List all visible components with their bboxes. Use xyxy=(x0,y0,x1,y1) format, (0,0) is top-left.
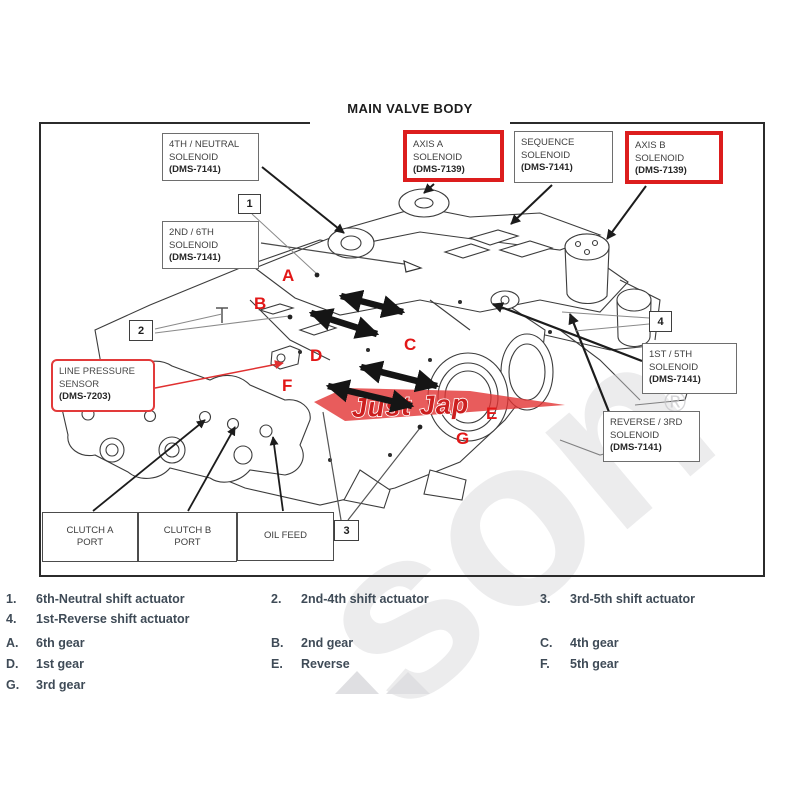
callout-line: SOLENOID xyxy=(635,152,685,164)
callout-line: CLUTCH A xyxy=(66,524,114,536)
callout-1st-5th-solenoid: 1ST / 5TH SOLENOID (DMS-7141) xyxy=(642,343,737,394)
line-pressure-leader xyxy=(149,360,284,390)
leader-lines xyxy=(92,166,650,521)
point-letter-a: A xyxy=(282,266,294,285)
callout-oil-feed: OIL FEED xyxy=(237,512,334,561)
callout-4th-neutral-solenoid: 4TH / NEUTRAL SOLENOID (DMS-7141) xyxy=(162,133,259,181)
callout-part-number: (DMS-7141) xyxy=(610,442,662,453)
callout-line: OIL FEED xyxy=(264,530,307,542)
callout-line: SENSOR xyxy=(59,378,100,390)
callout-line: 4TH / NEUTRAL xyxy=(169,139,240,150)
ref-number-2: 2 xyxy=(129,320,153,341)
callout-2nd-6th-solenoid: 2ND / 6TH SOLENOID (DMS-7141) xyxy=(162,221,259,269)
legend-item-2: 2.2nd-4th shift actuator xyxy=(271,592,429,606)
point-letter-g: G xyxy=(456,429,469,448)
point-letter-b: B xyxy=(254,294,266,313)
callout-line: 1ST / 5TH xyxy=(649,349,693,360)
callout-reverse-3rd-solenoid: REVERSE / 3RD SOLENOID (DMS-7141) xyxy=(603,411,700,462)
callout-line: SOLENOID xyxy=(649,361,699,373)
callout-line: SOLENOID xyxy=(521,149,571,161)
point-letters: A B C D E F G xyxy=(254,266,497,448)
callout-line: AXIS B xyxy=(635,140,666,151)
callout-line-pressure-sensor: LINE PRESSURE SENSOR (DMS-7203) xyxy=(51,359,155,412)
ref-number-4: 4 xyxy=(649,311,672,332)
callout-clutch-a-port: CLUTCH A PORT xyxy=(42,512,138,562)
callout-line: SOLENOID xyxy=(169,151,219,163)
callout-axis-b-solenoid: AXIS B SOLENOID (DMS-7139) xyxy=(625,131,723,184)
legend-item-b: B.2nd gear xyxy=(271,636,354,650)
legend-item-4: 4.1st-Reverse shift actuator xyxy=(6,612,190,626)
legend-item-d: D.1st gear xyxy=(6,657,84,671)
legend-item-3: 3.3rd-5th shift actuator xyxy=(540,592,696,606)
legend-item-a: A.6th gear xyxy=(6,636,85,650)
callout-part-number: (DMS-7141) xyxy=(169,164,221,175)
callout-part-number: (DMS-7139) xyxy=(413,164,465,175)
callout-line: CLUTCH B xyxy=(163,524,212,536)
callout-clutch-b-port: CLUTCH B PORT xyxy=(138,512,237,562)
callout-part-number: (DMS-7203) xyxy=(59,391,111,402)
callout-line: 2ND / 6TH xyxy=(169,227,214,238)
point-letter-c: C xyxy=(404,335,416,354)
callout-line: LINE PRESSURE xyxy=(59,366,136,377)
callout-part-number: (DMS-7141) xyxy=(649,374,701,385)
point-letter-f: F xyxy=(282,376,292,395)
shift-rail-arrows xyxy=(308,289,440,413)
callout-line: PORT xyxy=(76,537,104,548)
registered-mark: ® xyxy=(664,386,686,419)
page-title: MAIN VALVE BODY xyxy=(347,101,473,116)
ref-number-1: 1 xyxy=(238,194,261,214)
callout-line: SEQUENCE xyxy=(521,137,575,148)
ref-number-3: 3 xyxy=(334,520,359,541)
callout-part-number: (DMS-7141) xyxy=(521,162,573,173)
legend-item-f: F.5th gear xyxy=(540,657,619,671)
title-gap xyxy=(310,119,510,128)
callout-part-number: (DMS-7139) xyxy=(635,165,687,176)
callout-line: SOLENOID xyxy=(610,429,660,441)
point-letter-d: D xyxy=(310,346,322,365)
legend-item-g: G.3rd gear xyxy=(6,678,86,692)
legend-item-e: E.Reverse xyxy=(271,657,350,671)
callout-sequence-solenoid: SEQUENCE SOLENOID (DMS-7141) xyxy=(514,131,613,183)
callout-line: SOLENOID xyxy=(413,151,463,163)
callout-line: AXIS A xyxy=(413,139,444,150)
callout-line: PORT xyxy=(174,537,201,548)
callout-line: REVERSE / 3RD xyxy=(610,417,683,428)
callout-part-number: (DMS-7141) xyxy=(169,252,221,263)
legend-item-1: 1.6th-Neutral shift actuator xyxy=(6,592,185,606)
callout-line: SOLENOID xyxy=(169,239,219,251)
legend-item-c: C.4th gear xyxy=(540,636,619,650)
point-letter-e: E xyxy=(486,404,497,423)
t-pin-marker xyxy=(216,307,228,323)
callout-axis-a-solenoid: AXIS A SOLENOID (DMS-7139) xyxy=(403,130,504,182)
